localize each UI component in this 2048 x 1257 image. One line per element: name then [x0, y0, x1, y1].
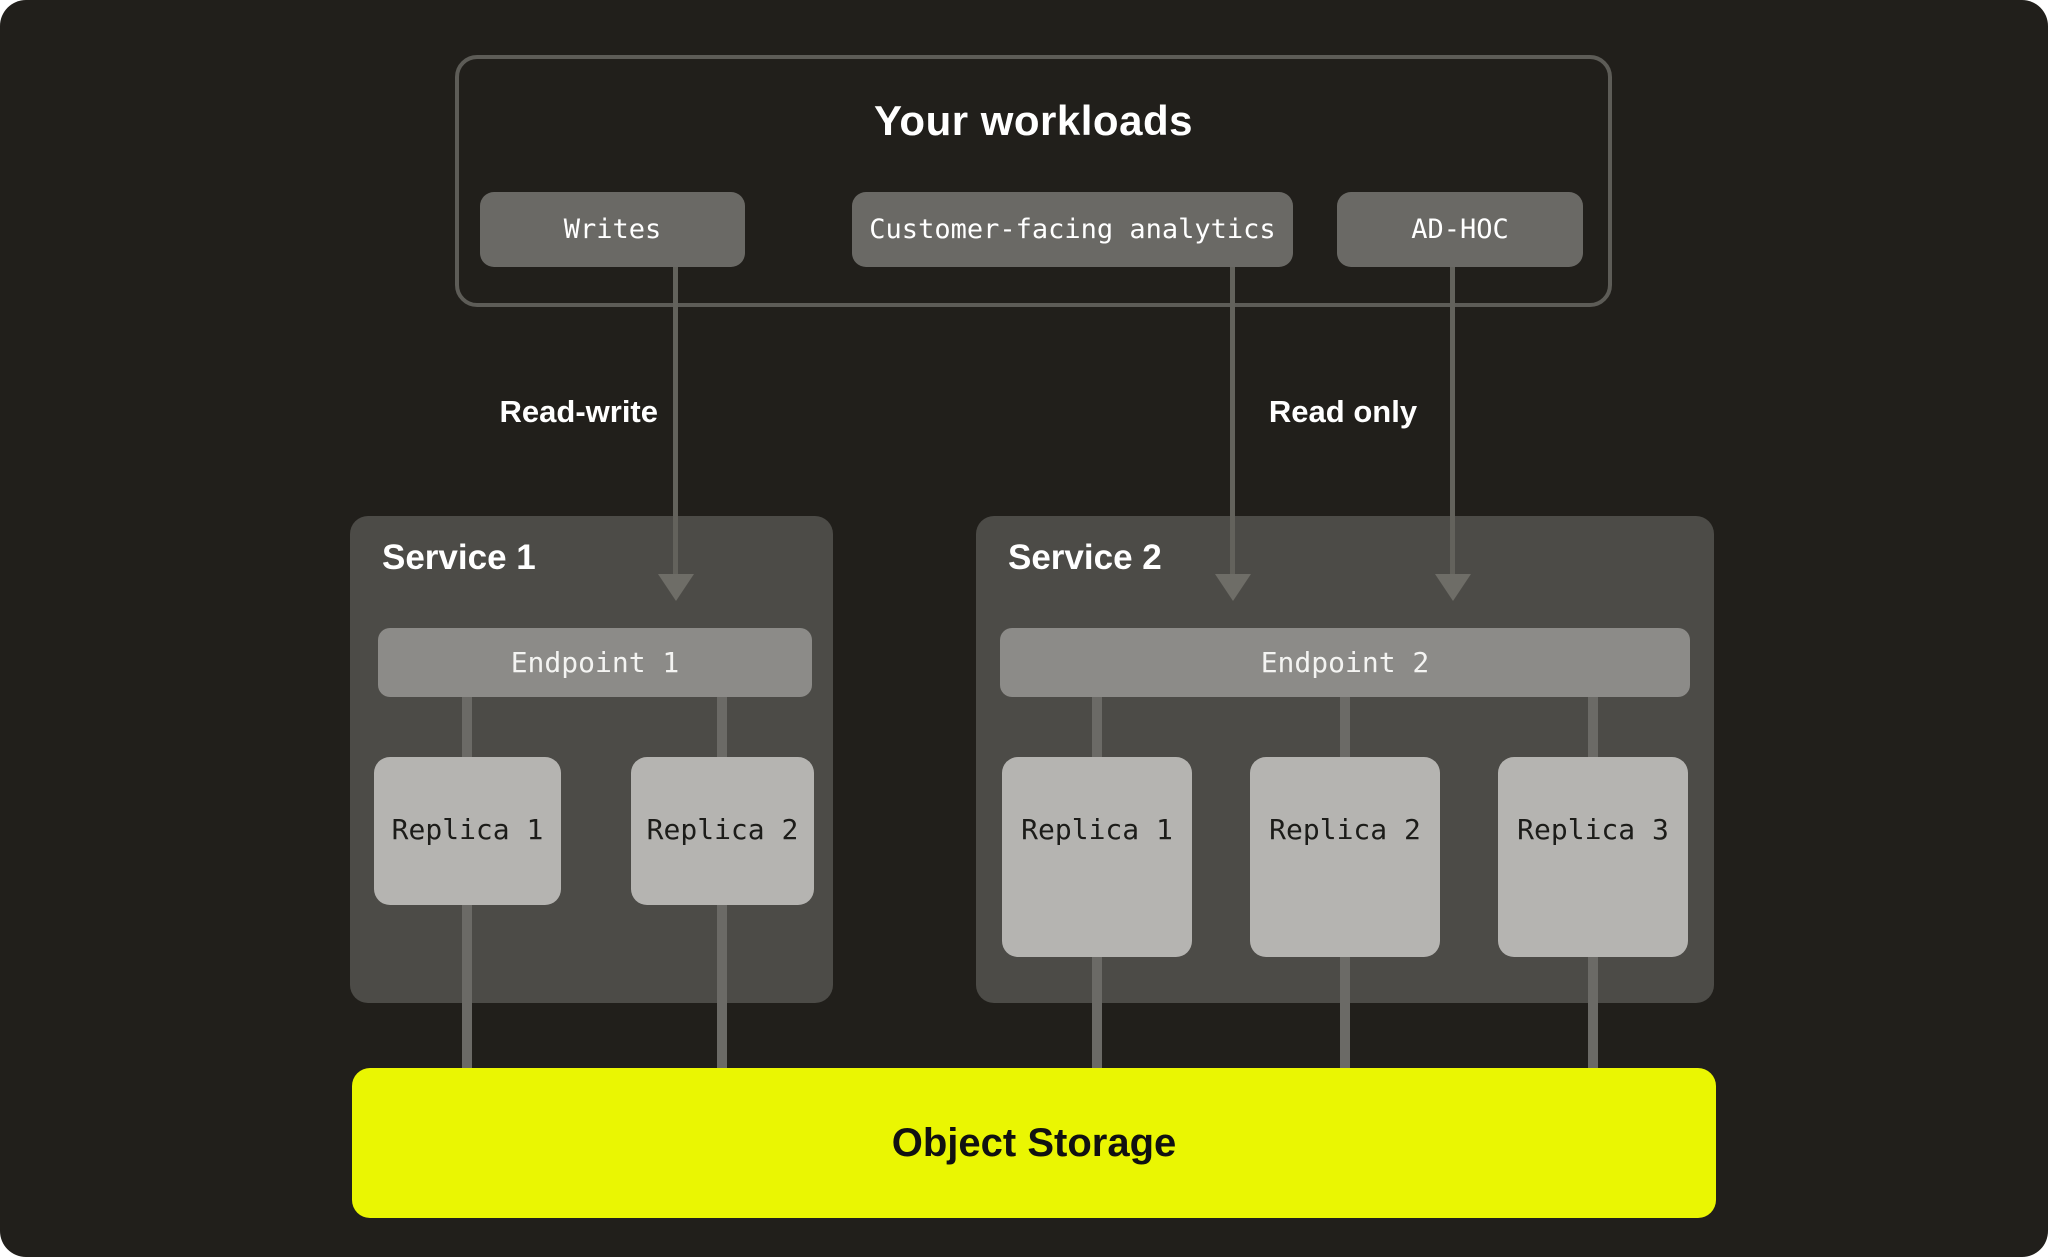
service-2-replica-1: Replica 1: [1002, 757, 1192, 957]
service-1-endpoint: Endpoint 1: [378, 628, 812, 697]
workloads-title: Your workloads: [874, 97, 1193, 144]
workload-customer-facing-analytics: Customer-facing analytics: [852, 192, 1293, 267]
workload-ad-hoc: AD-HOC: [1337, 192, 1583, 267]
arrow-line-writes: [673, 267, 678, 576]
service-1-title: Service 1: [382, 538, 536, 577]
service-2-replica-3: Replica 3: [1498, 757, 1688, 957]
read-only-label: Read only: [1268, 394, 1418, 429]
arrowhead-analytics-icon: [1215, 574, 1251, 601]
object-storage-bar: Object Storage: [352, 1068, 1716, 1218]
service-2-replica-2: Replica 2: [1250, 757, 1440, 957]
service-2-endpoint: Endpoint 2: [1000, 628, 1690, 697]
arrow-line-analytics: [1230, 267, 1235, 576]
arrow-line-adhoc: [1450, 267, 1455, 576]
read-write-label: Read-write: [499, 394, 658, 429]
service-2-title: Service 2: [1008, 538, 1162, 577]
service-1-replica-1: Replica 1: [374, 757, 561, 905]
arrowhead-writes-icon: [658, 574, 694, 601]
service-1-replica-2: Replica 2: [631, 757, 814, 905]
arrowhead-adhoc-icon: [1435, 574, 1471, 601]
workloads-group-box: [455, 55, 1612, 307]
workload-writes: Writes: [480, 192, 745, 267]
